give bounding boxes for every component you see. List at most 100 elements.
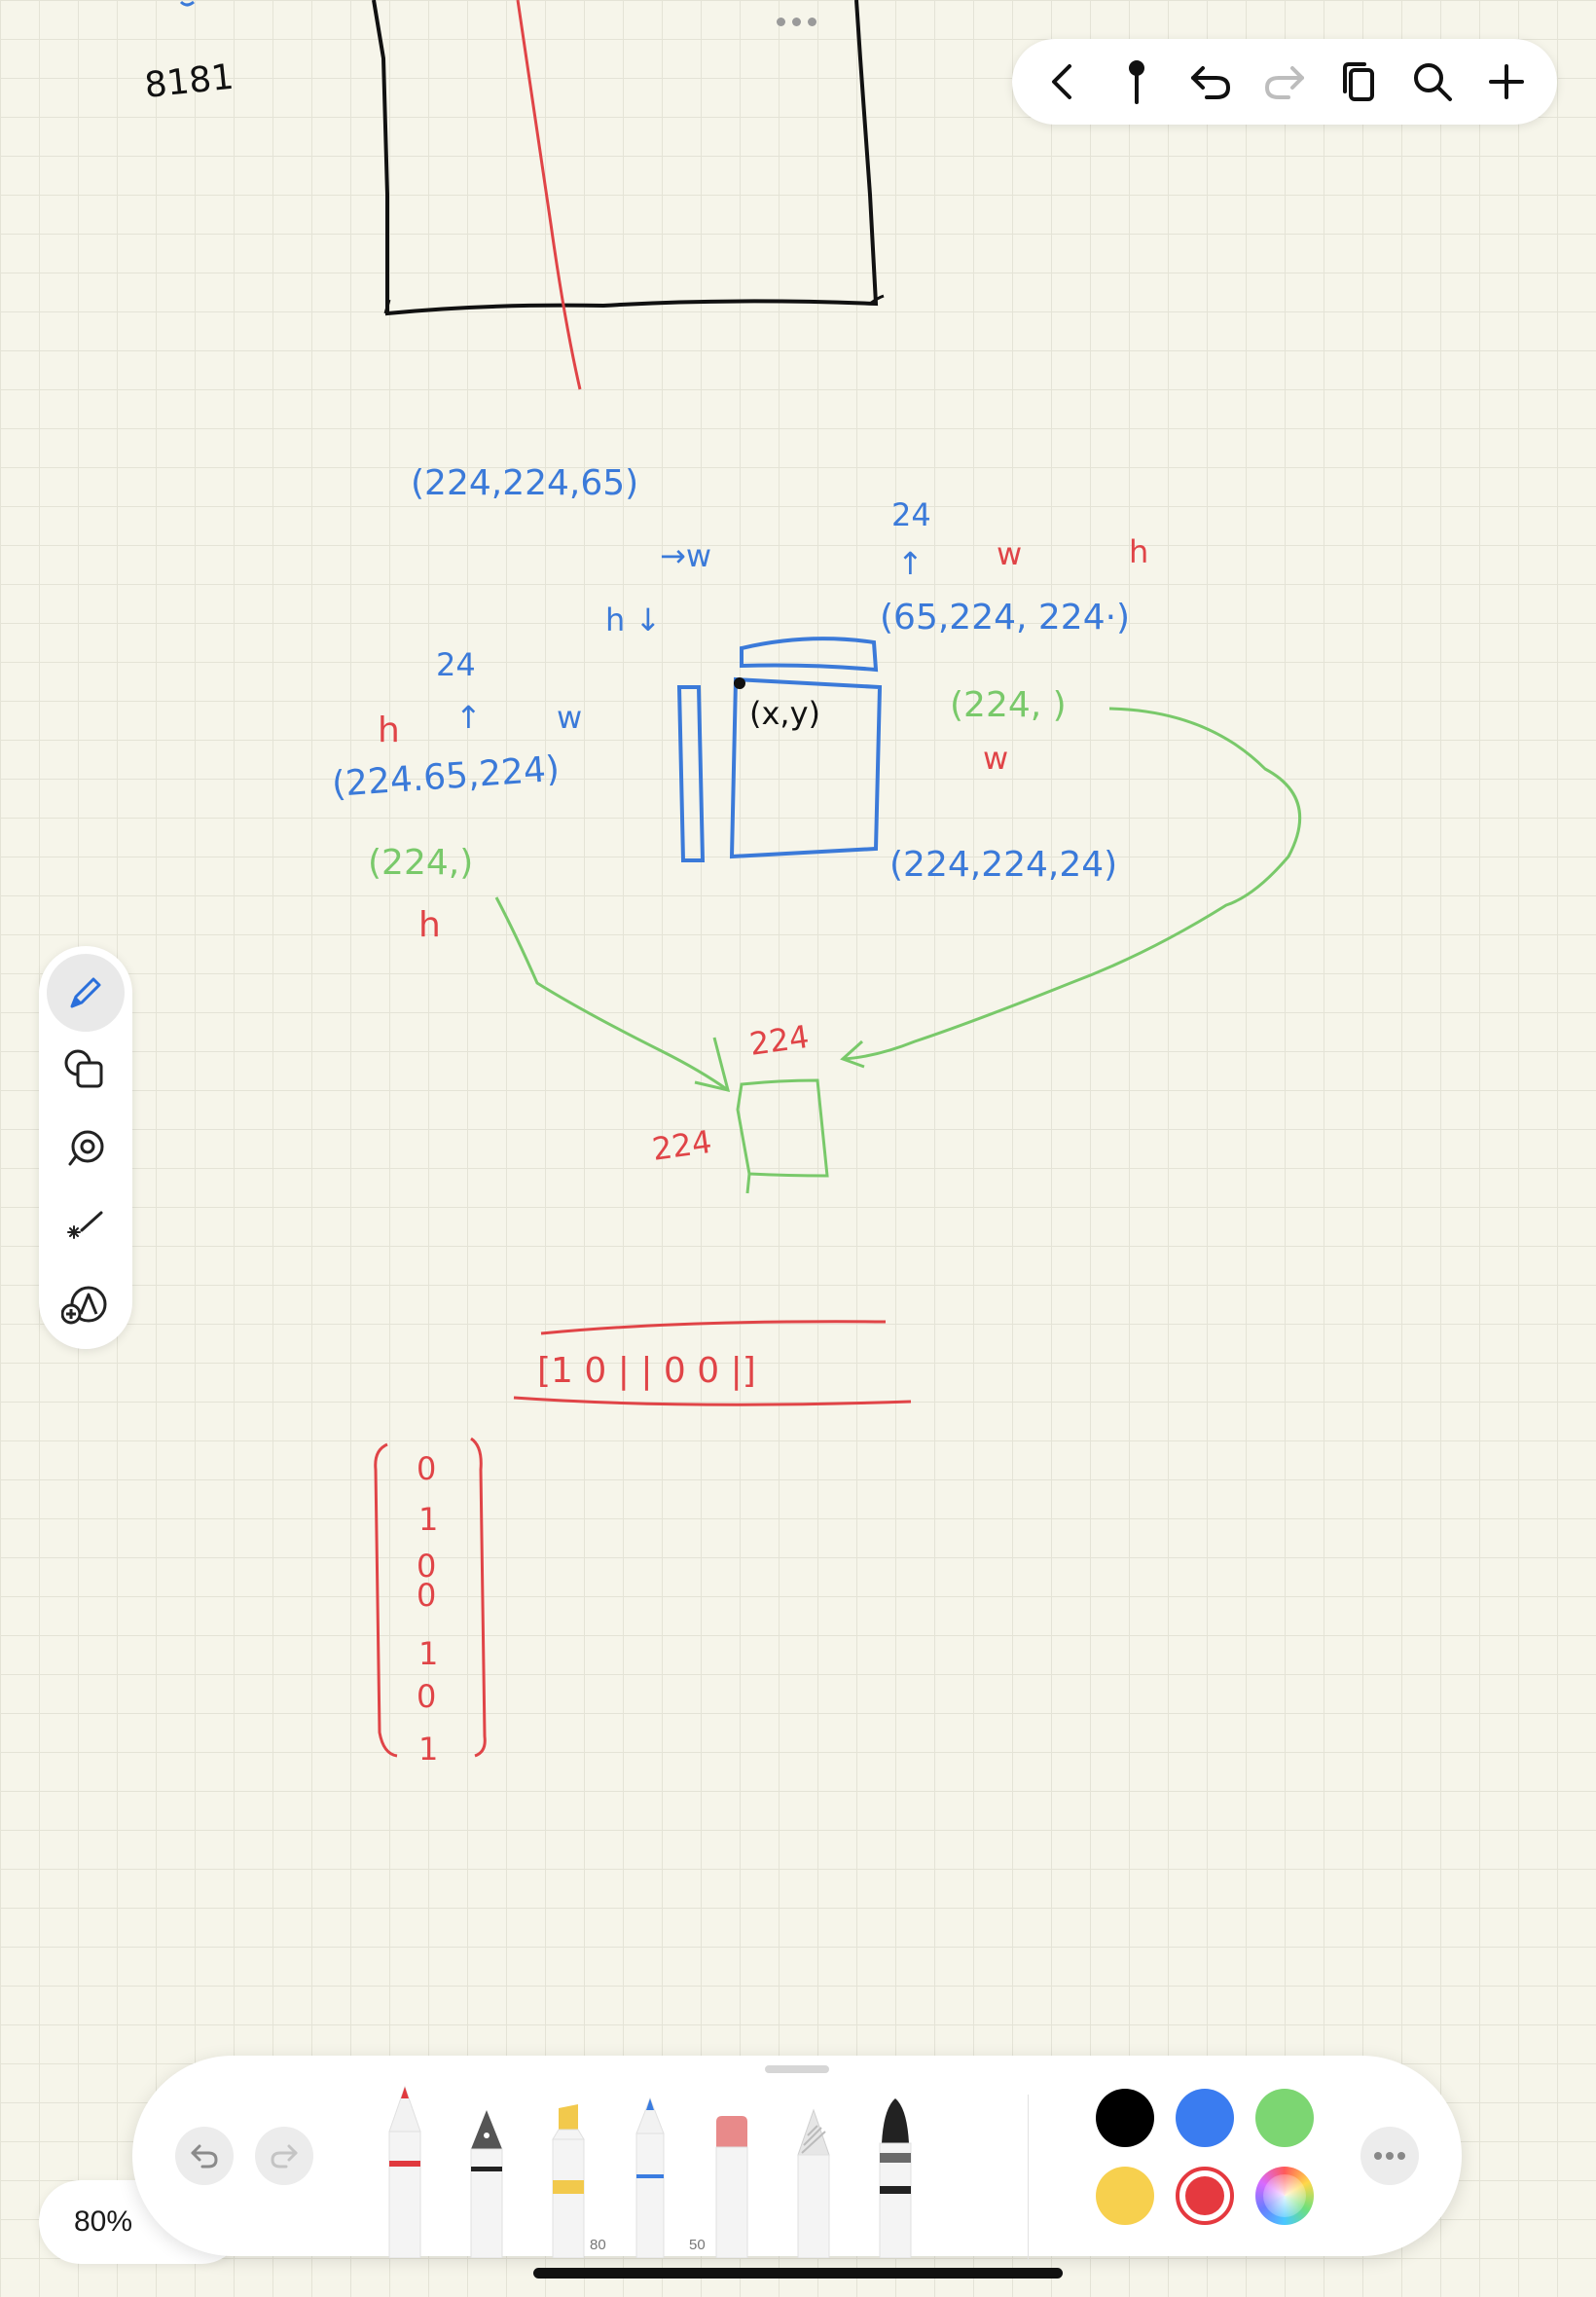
undo-button[interactable] [1181, 53, 1240, 111]
note-col-3: 0 [417, 1548, 436, 1585]
ink-dot-black [734, 677, 745, 689]
palette-grabber[interactable] [765, 2065, 829, 2073]
note-vector-row: [1 0 | | 0 0 |] [537, 1351, 756, 1391]
note-green-right: (224, ) [950, 685, 1067, 725]
note-24-left: 24 [436, 646, 476, 683]
home-indicator [533, 2268, 1063, 2279]
tool-ballpoint[interactable] [629, 2095, 671, 2258]
more-menu-icon[interactable] [777, 14, 819, 29]
pencil-icon [70, 977, 101, 1008]
pages-button[interactable] [1329, 53, 1388, 111]
note-col-4: 0 [417, 1577, 436, 1614]
note-xy: (x,y) [749, 695, 820, 732]
magic-wand-icon [67, 1211, 103, 1239]
ellipsis-icon [1374, 2152, 1405, 2160]
note-col-7: 1 [418, 1731, 438, 1768]
redo-icon [1264, 66, 1304, 99]
ink-arrowhead-green-right [840, 1039, 865, 1069]
shapes-tool-button[interactable] [47, 1032, 125, 1110]
lasso-tool-button[interactable] [47, 1110, 125, 1187]
note-h-red-left: h [378, 711, 400, 750]
tool-marker[interactable] [874, 2095, 917, 2258]
ballpoint-value: 50 [689, 2237, 706, 2253]
pen-tool-button[interactable] [47, 954, 125, 1032]
tool-fountain-pen[interactable] [465, 2106, 508, 2258]
add-shape-icon [61, 1286, 107, 1325]
add-element-button[interactable] [47, 1265, 125, 1343]
color-picker-button[interactable] [1255, 2167, 1314, 2225]
note-24-top: 24 [891, 496, 931, 533]
palette-undo-button[interactable] [175, 2127, 234, 2185]
tool-palette: 80 50 [132, 2056, 1462, 2260]
color-swatch-green[interactable] [1255, 2089, 1314, 2147]
plus-icon [1489, 64, 1524, 99]
note-col-2: 1 [418, 1501, 438, 1538]
note-box-top: 224 [747, 1018, 812, 1063]
undo-icon [191, 2144, 218, 2169]
note-shape-1: (224,224,65) [411, 463, 638, 503]
ink-box-green [736, 1078, 829, 1178]
ink-curve-green-left [494, 896, 729, 1092]
back-button[interactable] [1034, 53, 1092, 111]
note-shape-2: (65,224, 224·) [880, 598, 1130, 638]
note-h-red-top: h [1129, 533, 1148, 570]
lasso-icon [68, 1130, 104, 1166]
search-icon [1414, 63, 1452, 101]
redo-icon [271, 2144, 298, 2169]
note-w-red-top: w [997, 535, 1022, 572]
color-swatch-blue[interactable] [1176, 2089, 1234, 2147]
search-button[interactable] [1403, 53, 1462, 111]
note-w-red-right: w [983, 740, 1008, 777]
palette-redo-button[interactable] [255, 2127, 313, 2185]
note-h-red-below: h [418, 905, 441, 945]
tool-pencil[interactable] [383, 2083, 426, 2258]
ink-stroke-blue-top [179, 0, 195, 7]
redo-button[interactable] [1255, 53, 1314, 111]
ink-bracket-red-row [513, 1320, 912, 1406]
shapes-icon [64, 1049, 103, 1088]
note-col-5: 1 [418, 1635, 438, 1672]
palette-divider [1028, 2095, 1029, 2260]
note-shape-3: (224.65,224) [331, 749, 562, 805]
pages-icon [1343, 62, 1374, 101]
note-up-arrow-left: ↑ [455, 699, 482, 736]
color-swatch-yellow[interactable] [1096, 2167, 1154, 2225]
undo-icon [1191, 66, 1231, 99]
note-w-blue-left: w [557, 699, 582, 736]
zoom-label: 80% [74, 2206, 133, 2238]
ink-box-blue-main [729, 676, 883, 859]
note-green-left: (224,) [368, 843, 473, 883]
ink-line-red [516, 0, 582, 390]
add-page-button[interactable] [1477, 53, 1536, 111]
color-swatch-black[interactable] [1096, 2089, 1154, 2147]
ink-rectangle-black-bottom-extension [383, 294, 885, 314]
note-arrow-w: →w [660, 537, 711, 574]
note-top-number: 8181 [143, 57, 236, 106]
note-h-down: h ↓ [605, 602, 661, 638]
pin-icon [1129, 60, 1144, 104]
ink-bracket-red-col-right [470, 1437, 487, 1758]
ink-curve-green-right [842, 707, 1302, 1061]
ink-arrowhead-green-left [694, 1037, 731, 1093]
pin-button[interactable] [1107, 53, 1166, 111]
tool-eraser[interactable] [710, 2114, 753, 2258]
tool-lasso-pencil[interactable] [792, 2106, 835, 2258]
highlighter-value: 80 [590, 2237, 606, 2253]
ink-box-blue-thin [676, 685, 706, 862]
note-up-arrow-top: ↑ [897, 545, 924, 582]
chevron-left-icon [1052, 64, 1071, 99]
note-shape-4: (224,224,24) [889, 845, 1117, 885]
magic-tool-button[interactable] [47, 1187, 125, 1265]
color-swatch-red-selected[interactable] [1176, 2167, 1234, 2225]
ink-box-blue-top [740, 637, 879, 673]
ink-box-green-tail [745, 1173, 751, 1194]
tool-highlighter[interactable] [547, 2100, 590, 2258]
palette-more-button[interactable] [1360, 2127, 1419, 2185]
ink-bracket-red-col-left [374, 1442, 398, 1758]
note-col-6: 0 [417, 1678, 436, 1715]
top-toolbar [1012, 39, 1557, 125]
ink-rectangle-black [372, 0, 879, 316]
note-col-1: 0 [417, 1450, 436, 1487]
note-box-left: 224 [650, 1123, 714, 1168]
